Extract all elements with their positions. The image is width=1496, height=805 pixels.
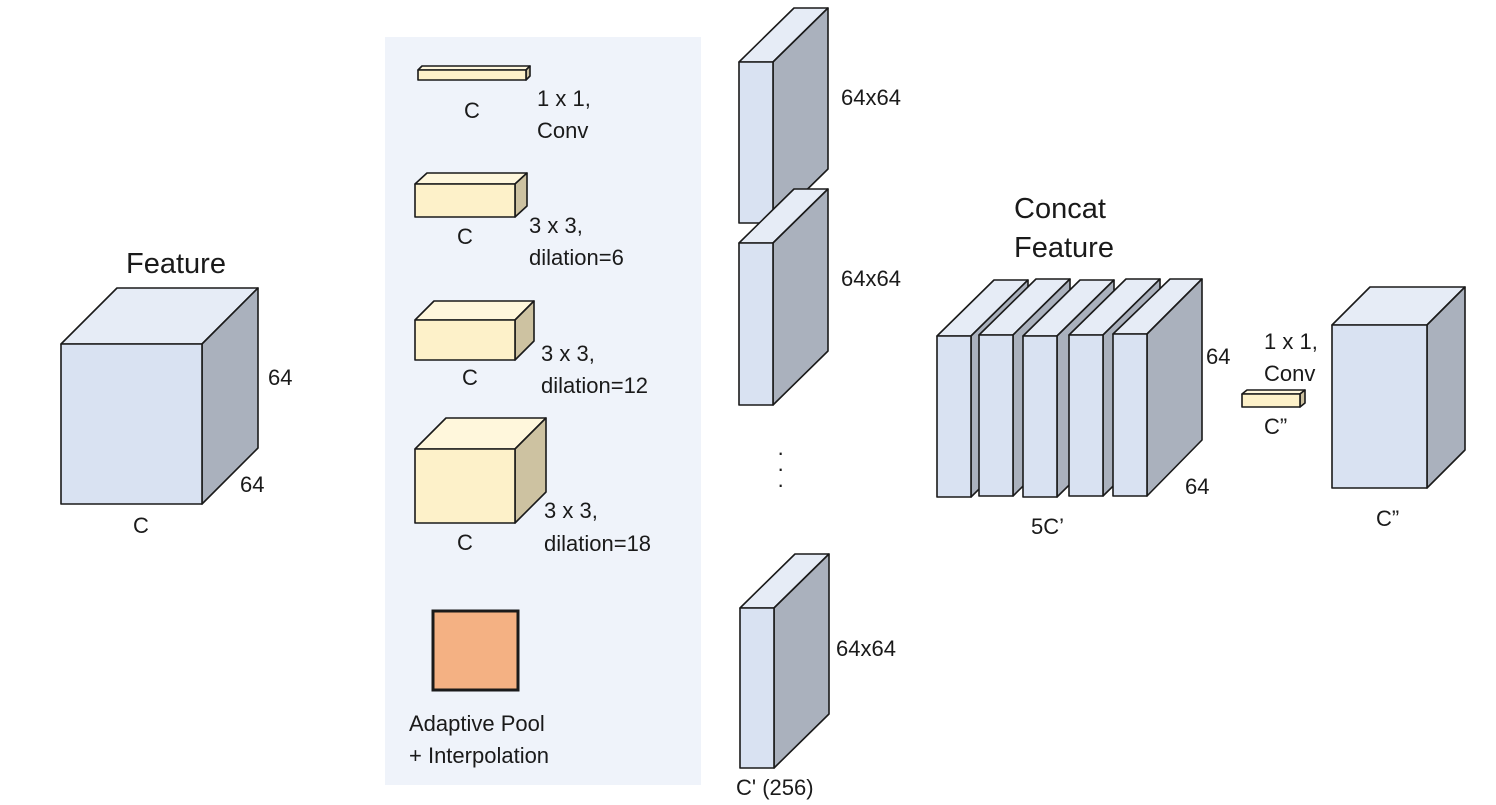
branch-2-kernel <box>414 172 528 218</box>
branch-4-kernel <box>414 417 547 524</box>
concat-channel-label: 5C’ <box>1031 514 1064 539</box>
output-map-2-size: 64x64 <box>841 266 901 291</box>
concat-title-line2: Feature <box>1014 232 1114 264</box>
branch-2-channel-label: C <box>457 224 473 249</box>
pool-label-line2: + Interpolation <box>409 743 549 768</box>
branch-3-kernel <box>414 300 535 361</box>
branch-2-desc-line1: 3 x 3, <box>529 213 583 238</box>
output-ellipsis-dot-2: · <box>777 456 784 481</box>
branch-1-desc-line2: Conv <box>537 118 588 143</box>
output-map-1 <box>738 7 829 224</box>
pool-label-line1: Adaptive Pool <box>409 711 545 736</box>
input-height-label: 64 <box>268 365 292 390</box>
branch-1-channel-label: C <box>464 98 480 123</box>
output-ellipsis-dot-1: · <box>777 440 784 465</box>
pool-square <box>431 609 520 692</box>
branch-4-channel-label: C <box>457 530 473 555</box>
input-channel-label: C <box>133 513 149 538</box>
result-channel-label: C” <box>1376 506 1399 531</box>
result-feature-cube <box>1331 286 1466 489</box>
output-map-3-size: 64x64 <box>836 636 896 661</box>
branch-3-desc-line1: 3 x 3, <box>541 341 595 366</box>
branch-2-desc-line2: dilation=6 <box>529 245 624 270</box>
output-ellipsis-dot-3: · <box>777 472 784 497</box>
concat-slab-5 <box>1112 278 1203 497</box>
input-depth-label: 64 <box>240 472 264 497</box>
output-map-1-size: 64x64 <box>841 85 901 110</box>
final-conv-line1: 1 x 1, <box>1264 329 1318 354</box>
branch-1-desc-line1: 1 x 1, <box>537 86 591 111</box>
branch-1-kernel <box>417 65 531 81</box>
concat-depth-label: 64 <box>1185 474 1209 499</box>
output-map-3 <box>739 553 830 769</box>
concat-height-label: 64 <box>1206 344 1230 369</box>
concat-title-line1: Concat <box>1014 193 1106 225</box>
input-feature-cube <box>60 287 259 505</box>
final-conv-line2: Conv <box>1264 361 1315 386</box>
final-conv-kernel <box>1241 389 1306 408</box>
output-channel-label: C' (256) <box>736 775 814 800</box>
branch-3-desc-line2: dilation=12 <box>541 373 648 398</box>
input-feature-title: Feature <box>126 248 226 280</box>
final-conv-channel-label: C” <box>1264 414 1287 439</box>
branch-4-desc-line2: dilation=18 <box>544 531 651 556</box>
branch-3-channel-label: C <box>462 365 478 390</box>
branch-4-desc-line1: 3 x 3, <box>544 498 598 523</box>
output-map-2 <box>738 188 829 406</box>
